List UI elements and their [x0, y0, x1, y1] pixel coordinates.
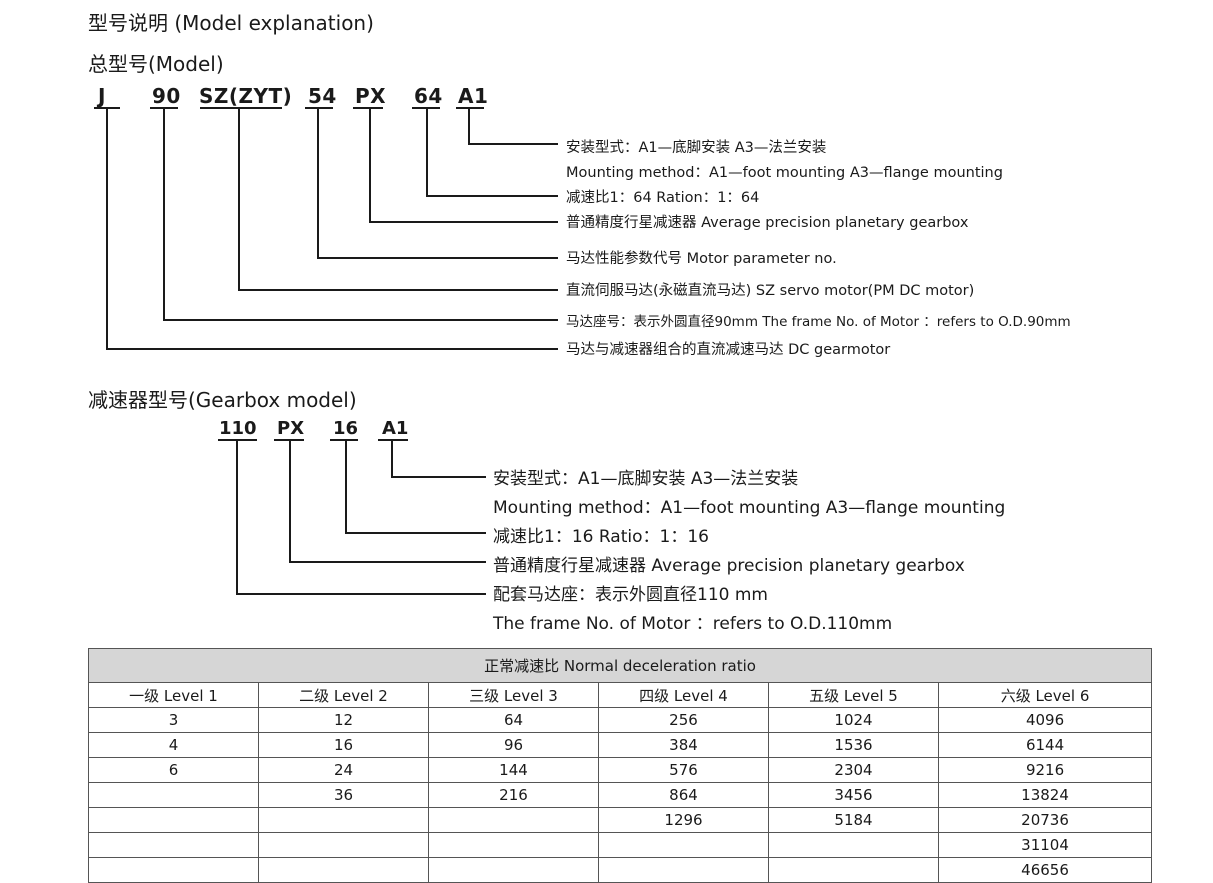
table-cell: 6 [88, 757, 259, 783]
table-cell: 16 [258, 732, 429, 758]
table-cell [428, 807, 599, 833]
table-cell: 46656 [937, 857, 1153, 883]
table-cell: 20736 [937, 807, 1153, 833]
table-cell: 96 [428, 732, 599, 758]
table-cell [768, 832, 939, 858]
table-row: 46656 [88, 857, 1153, 883]
table-cell [88, 807, 259, 833]
model-desc-ratio: 减速比1：64 Ration：1：64 [566, 190, 760, 206]
model-code-mounting: A1 [458, 84, 489, 108]
model-code-ratio: 64 [414, 84, 443, 108]
table-cell: 31104 [937, 832, 1153, 858]
table-cell [258, 807, 429, 833]
table-cell: 1296 [598, 807, 769, 833]
table-cell: 13824 [937, 782, 1153, 808]
table-cell: 6144 [937, 732, 1153, 758]
model-desc-gearbox: 普通精度行星减速器 Average precision planetary ge… [566, 215, 969, 231]
model-section-title: 总型号(Model) [88, 52, 224, 76]
model-desc-mounting-en: Mounting method：A1—foot mounting A3—flan… [566, 165, 1003, 181]
column-header: 三级 Level 3 [428, 682, 599, 708]
model-code-j: J [98, 84, 106, 108]
table-cell [88, 857, 259, 883]
model-code-motor-type: SZ(ZYT) [199, 84, 293, 108]
column-header: 一级 Level 1 [88, 682, 259, 708]
column-header: 五级 Level 5 [768, 682, 939, 708]
gearbox-desc-frame: 配套马达座：表示外圆直径110 mm [493, 585, 768, 605]
model-desc-mounting: 安装型式：A1—底脚安装 A3—法兰安装 [566, 140, 827, 156]
table-cell: 3456 [768, 782, 939, 808]
gearbox-desc-gearbox: 普通精度行星减速器 Average precision planetary ge… [493, 556, 965, 576]
model-desc-motor-param: 马达性能参数代号 Motor parameter no. [566, 251, 837, 267]
table-cell [428, 832, 599, 858]
gearbox-code-type: PX [277, 418, 305, 439]
gearbox-code-mounting: A1 [382, 418, 409, 439]
table-cell: 36 [258, 782, 429, 808]
model-desc-frame: 马达座号：表示外圆直径90mm The frame No. of Motor ：… [566, 314, 1071, 330]
table-cell [88, 782, 259, 808]
gearbox-code-frame: 110 [219, 418, 257, 439]
model-desc-gearmotor: 马达与减速器组合的直流减速马达 DC gearmotor [566, 342, 891, 358]
table-cell: 864 [598, 782, 769, 808]
table-caption: 正常减速比 Normal deceleration ratio [87, 648, 1153, 683]
column-header: 二级 Level 2 [258, 682, 429, 708]
table-cell: 1536 [768, 732, 939, 758]
table-cell: 9216 [937, 757, 1153, 783]
table-cell: 384 [598, 732, 769, 758]
table-cell [598, 832, 769, 858]
gearbox-desc-frame-en: The frame No. of Motor ：refers to O.D.11… [493, 614, 893, 634]
leader-lines [94, 107, 558, 595]
table-cell: 64 [428, 707, 599, 733]
table-cell: 1024 [768, 707, 939, 733]
table-cell: 256 [598, 707, 769, 733]
model-code-frame: 90 [152, 84, 181, 108]
gearbox-desc-mounting-en: Mounting method：A1—foot mounting A3—flan… [493, 498, 1006, 518]
page-heading: 型号说明 (Model explanation) [88, 11, 374, 35]
model-code-motor-param: 54 [308, 84, 337, 108]
gearbox-desc-ratio: 减速比1：16 Ratio：1：16 [493, 527, 709, 547]
table-cell [598, 857, 769, 883]
table-cell [88, 832, 259, 858]
table-cell: 2304 [768, 757, 939, 783]
table-cell [768, 857, 939, 883]
table-row: 31104 [88, 832, 1153, 858]
column-header: 四级 Level 4 [598, 682, 769, 708]
table-cell: 5184 [768, 807, 939, 833]
table-cell: 4 [88, 732, 259, 758]
table-cell: 216 [428, 782, 599, 808]
gearbox-code-ratio: 16 [333, 418, 359, 439]
table-cell [428, 857, 599, 883]
table-cell [258, 857, 429, 883]
table-cell: 24 [258, 757, 429, 783]
table-cell: 576 [598, 757, 769, 783]
table-cell: 3 [88, 707, 259, 733]
model-desc-motor-type: 直流伺服马达(永磁直流马达) SZ servo motor(PM DC moto… [566, 283, 975, 299]
gearbox-desc-mounting: 安装型式：A1—底脚安装 A3—法兰安装 [493, 469, 799, 489]
gearbox-section-title: 减速器型号(Gearbox model) [88, 388, 357, 412]
table-cell [258, 832, 429, 858]
table-cell: 144 [428, 757, 599, 783]
model-code-gearbox: PX [355, 84, 387, 108]
ratio-table: 正常减速比 Normal deceleration ratio 一级 Level… [87, 648, 1153, 883]
table-cell: 12 [258, 707, 429, 733]
column-header: 六级 Level 6 [937, 682, 1153, 708]
table-cell: 4096 [937, 707, 1153, 733]
